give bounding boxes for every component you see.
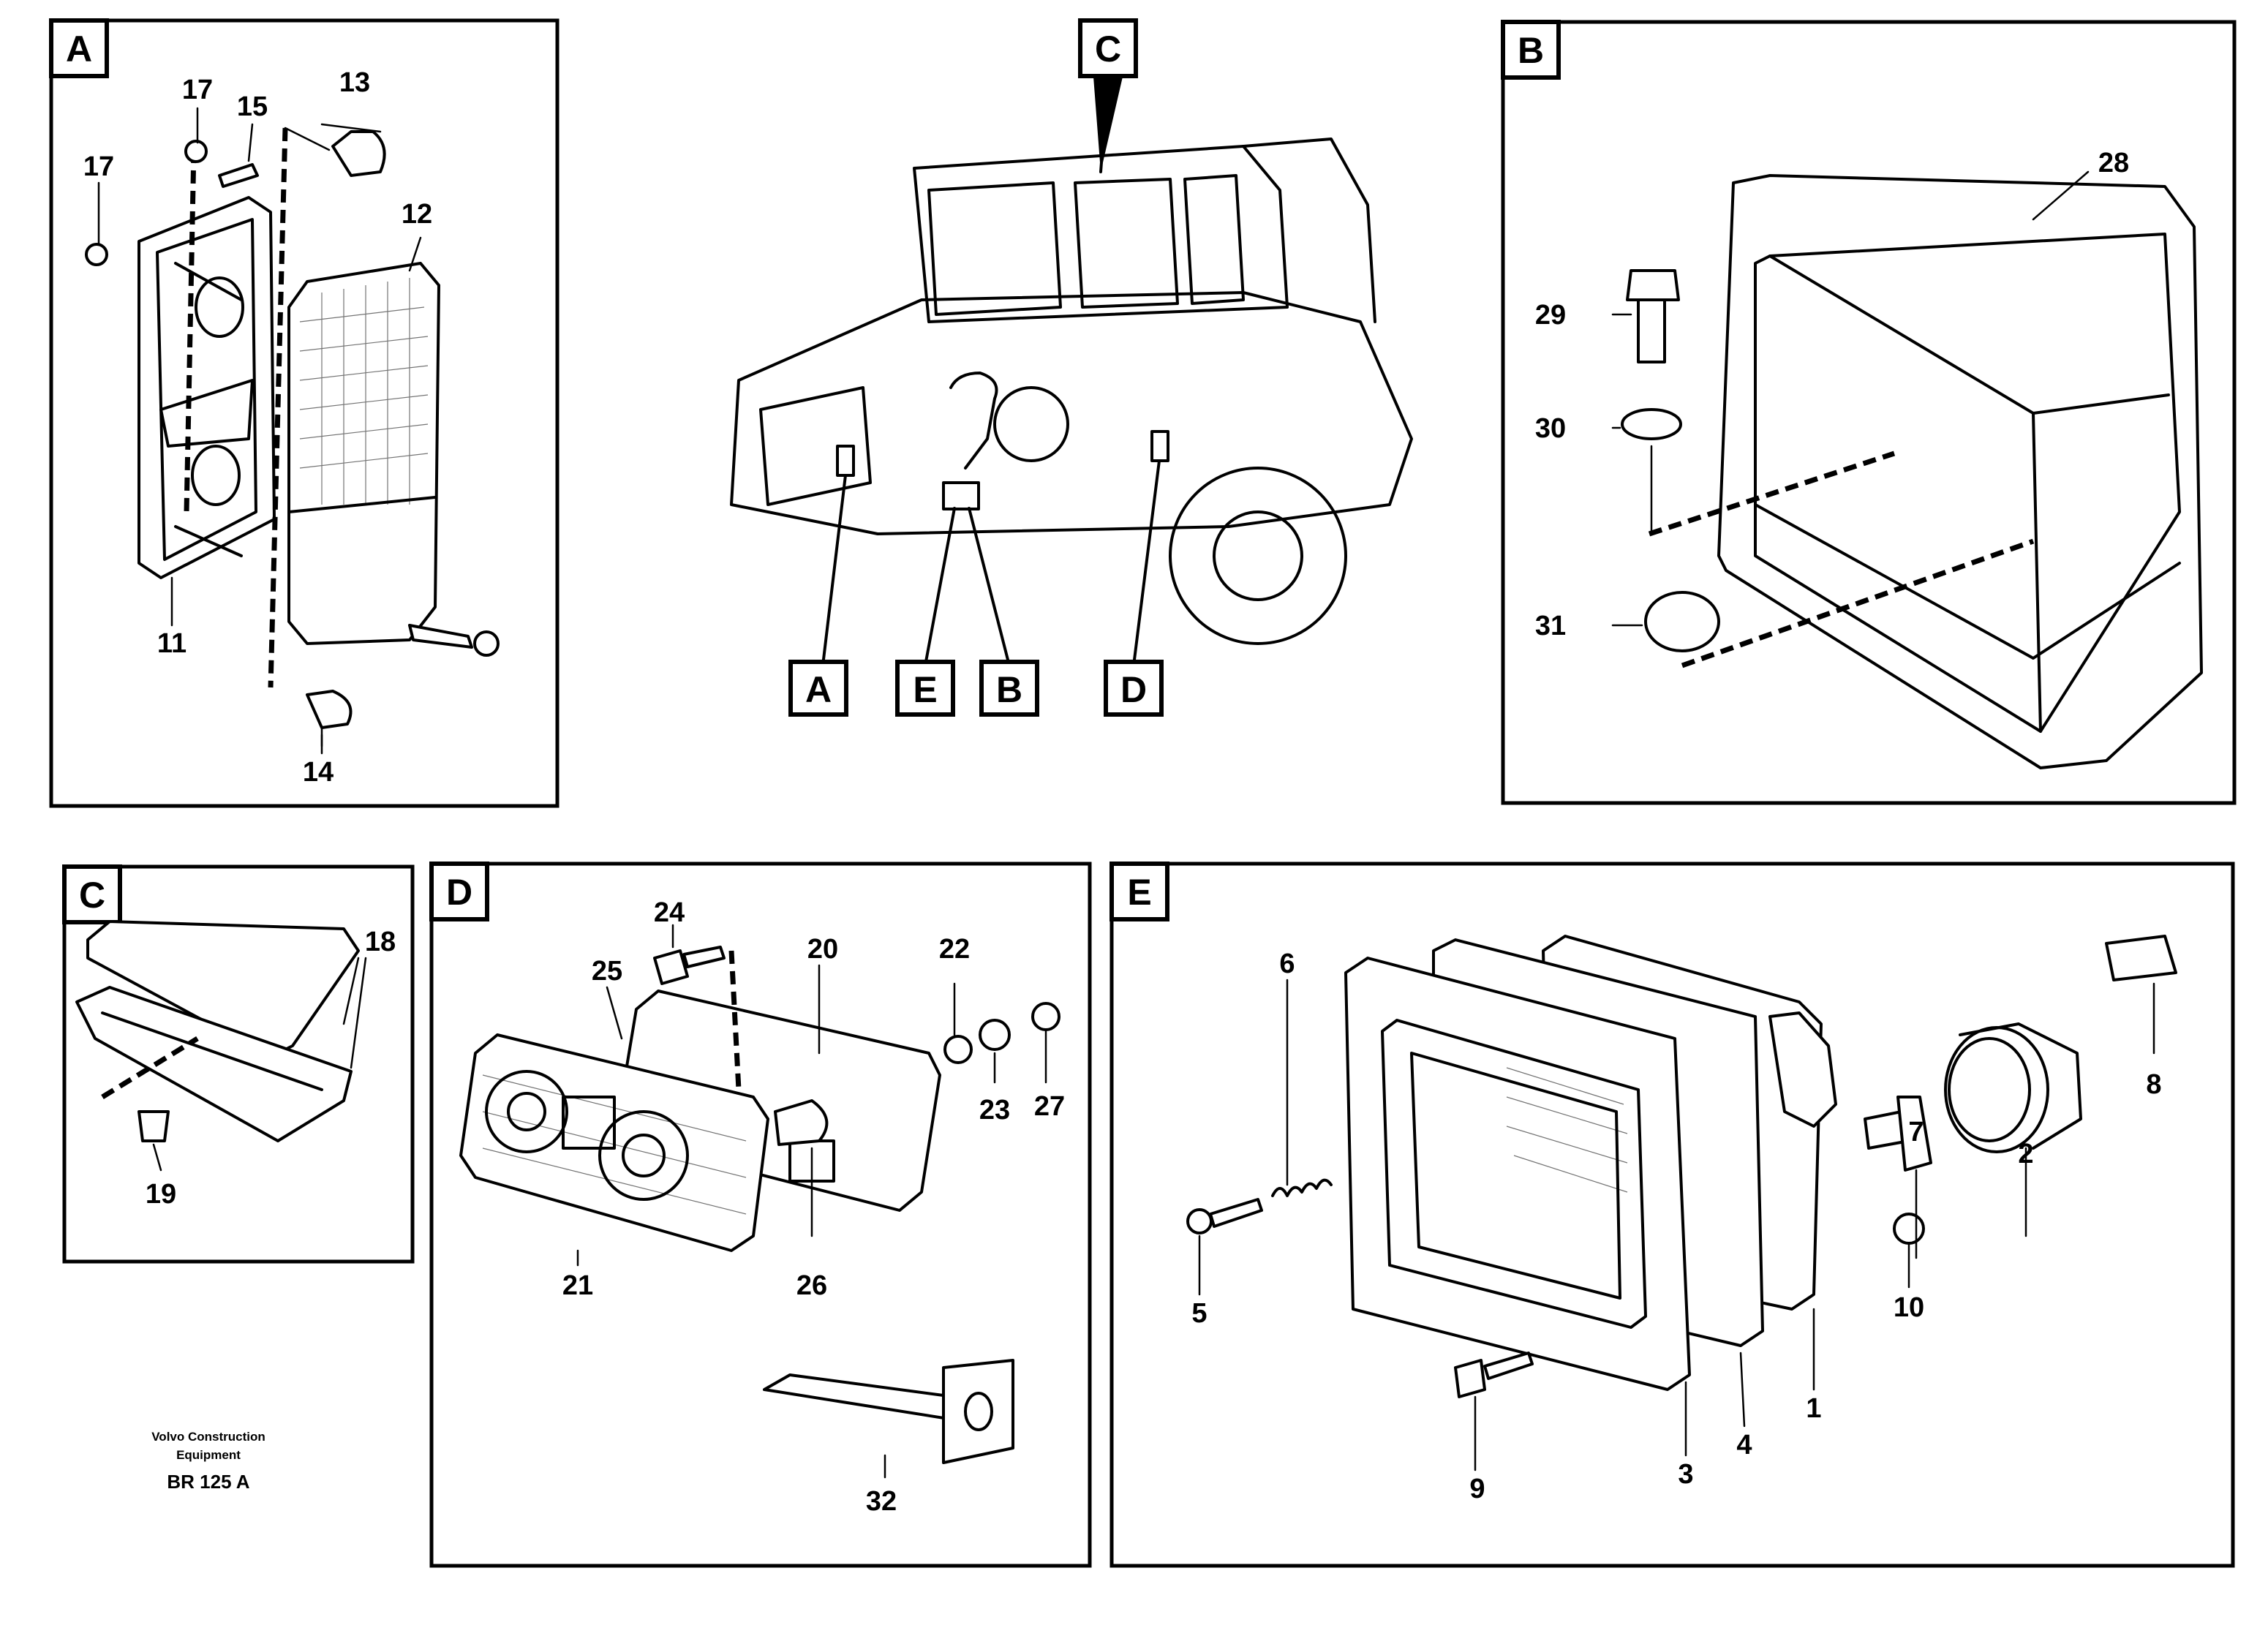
- marker-bulb: [137, 1110, 170, 1142]
- part-label-6: 6: [1279, 949, 1295, 979]
- footer-company: Volvo Construction: [151, 1430, 265, 1444]
- part-label-12: 12: [402, 199, 432, 230]
- footer-company-2: Equipment: [176, 1448, 241, 1462]
- nut-17: [85, 243, 108, 266]
- marker-housing: [75, 986, 353, 1142]
- view-tag-a: A: [66, 29, 92, 69]
- lamp-lens: [287, 262, 440, 645]
- part-label-22: 22: [939, 934, 970, 965]
- view-tag-c: C: [1095, 29, 1121, 69]
- part-label-18: 18: [365, 927, 396, 957]
- screw-5: [1186, 1208, 1213, 1234]
- part-label-15: 15: [237, 91, 268, 122]
- part-label-26: 26: [796, 1270, 827, 1301]
- view-tag-b: B: [996, 669, 1022, 710]
- bulb-26: [774, 1099, 829, 1146]
- spring-6: [1271, 1178, 1333, 1197]
- panel-b: B 29 30 31 28: [1501, 20, 2237, 805]
- part-label-19: 19: [146, 1179, 176, 1210]
- grommet-31: [1644, 591, 1720, 652]
- part-label-29: 29: [1535, 300, 1566, 331]
- part-label-4: 4: [1736, 1430, 1752, 1460]
- view-tag-d: D: [1120, 669, 1147, 710]
- panel-c-tag: C: [62, 864, 122, 924]
- part-label-32: 32: [866, 1486, 897, 1517]
- part-label-10: 10: [1894, 1292, 1924, 1323]
- part-label-30: 30: [1535, 413, 1566, 444]
- part-label-1: 1: [1806, 1393, 1821, 1424]
- view-tag-c: C: [79, 875, 105, 916]
- washer-30: [1621, 408, 1682, 440]
- nut-10: [1893, 1213, 1925, 1245]
- part-label-5: 5: [1191, 1298, 1207, 1329]
- overview-tag-b: B: [979, 660, 1039, 717]
- part-label-25: 25: [592, 956, 622, 987]
- view-tag-b: B: [1518, 30, 1544, 71]
- overview-tag-d: D: [1104, 660, 1164, 717]
- part-label-23: 23: [979, 1095, 1010, 1126]
- overview-tag-c: C: [1078, 18, 1138, 78]
- part-label-9: 9: [1469, 1474, 1485, 1504]
- part-label-13: 13: [339, 67, 370, 98]
- part-label-17: 17: [83, 151, 114, 182]
- bulb-13: [284, 127, 386, 177]
- panel-e-tag: E: [1109, 862, 1169, 921]
- bulb-14: [306, 690, 353, 747]
- part-label-11: 11: [157, 628, 187, 659]
- overview-tag-a: A: [788, 660, 848, 717]
- view-tag-e: E: [1127, 872, 1151, 913]
- part-label-2: 2: [2018, 1139, 2033, 1169]
- panel-a: A: [49, 18, 560, 808]
- panel-d-tag: D: [429, 862, 489, 921]
- footer: Volvo Construction Equipment BR 125 A: [151, 1430, 265, 1493]
- frame-3: [1344, 957, 1691, 1391]
- part-label-28: 28: [2098, 148, 2129, 178]
- panel-e: E 6 5 9 3 4 1 10: [1109, 862, 2235, 1568]
- connector-8: [2105, 935, 2177, 981]
- panel-c: C 18 19: [62, 864, 415, 1264]
- light-guard: [1717, 174, 2203, 769]
- part-label-8: 8: [2146, 1069, 2161, 1100]
- cover-2: [1944, 1026, 2049, 1153]
- part-label-3: 3: [1678, 1459, 1693, 1490]
- nut-16: [184, 140, 208, 163]
- footer-code: BR 125 A: [167, 1471, 249, 1493]
- view-tag-a: A: [805, 669, 832, 710]
- bolt-29: [1626, 269, 1680, 363]
- overview-tag-e: E: [895, 660, 955, 717]
- lens-screw: [408, 624, 473, 649]
- part-label-14: 14: [303, 757, 334, 788]
- screw-15: [218, 163, 259, 188]
- panel-a-tag: A: [49, 18, 109, 78]
- part-label-27: 27: [1034, 1091, 1065, 1122]
- marker-lens: [86, 920, 360, 1058]
- overview-truck: C A E B D: [730, 18, 1413, 717]
- part-label-24: 24: [654, 897, 685, 928]
- view-tag-d: D: [446, 872, 472, 913]
- view-tag-e: E: [913, 669, 937, 710]
- part-label-21: 21: [562, 1270, 593, 1301]
- part-label-20: 20: [807, 934, 838, 965]
- lamp-housing: [137, 196, 276, 579]
- part-label-7: 7: [1908, 1117, 1924, 1147]
- panel-b-tag: B: [1501, 20, 1561, 80]
- part-label-31: 31: [1535, 611, 1566, 641]
- screw-9: [1454, 1359, 1486, 1398]
- bolt-24: [653, 949, 689, 985]
- part-label-17: 17: [182, 75, 213, 105]
- panel-d: D 24 25 20 22 23 27 21 26 32: [429, 862, 1092, 1568]
